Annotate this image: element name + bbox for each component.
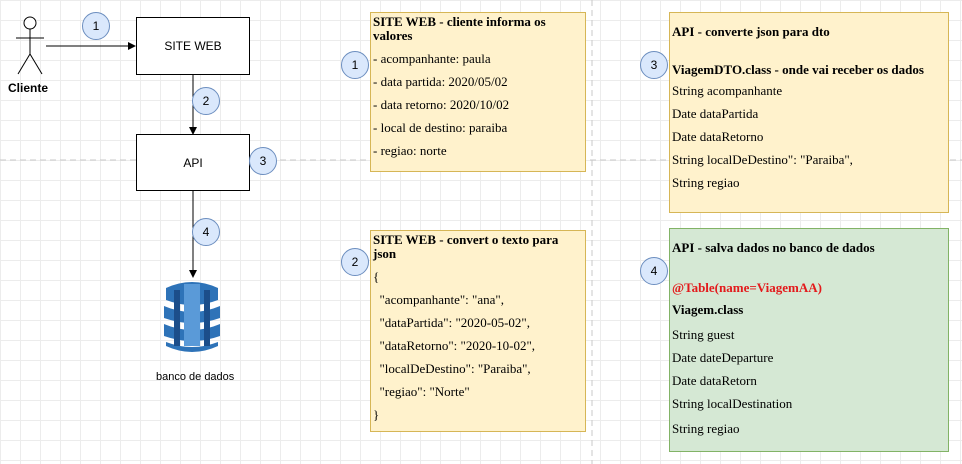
note-2-line: "localDeDestino": "Paraiba", [373,361,531,376]
note-2-line: "acompanhante": "ana", [373,292,504,307]
note-3-badge: 3 [640,51,668,79]
note-2-line: } [373,407,380,422]
note-1-title: SITE WEB - cliente informa os valores [373,14,546,43]
badge-1: 1 [82,12,110,40]
api-label: API [183,155,203,170]
note-1-line: - regiao: norte [373,143,447,158]
note-3-line: Date dataPartida [672,106,759,121]
note-2-line: "regiao": "Norte" [373,384,470,399]
note-4-line: Date dateDeparture [672,350,774,365]
badge-3: 3 [249,147,277,175]
stick-figure-icon [16,16,44,75]
note-3-line: String localDeDestino": "Paraiba", [672,152,853,167]
note-site-web-json: SITE WEB - convert o texto para json { "… [370,230,586,432]
note-1-line: - acompanhante: paula [373,51,491,66]
note-3-title: API - converte json para dto [672,24,830,39]
note-4-line: Date dataRetorn [672,373,757,388]
note-api-dto: API - converte json para dto ViagemDTO.c… [669,12,949,213]
note-2-line: { [373,269,380,284]
note-4-annotation: @Table(name=ViagemAA) [672,280,822,295]
database-icon [164,282,220,352]
note-2-line: "dataPartida": "2020-05-02", [373,315,530,330]
site-web-box[interactable]: SITE WEB [136,17,250,75]
badge-2: 2 [192,87,220,115]
note-3-subtitle: ViagemDTO.class - onde vai receber os da… [672,62,924,77]
note-4-line: String localDestination [672,396,793,411]
note-3-line: String acompanhante [672,83,783,98]
api-box[interactable]: API [136,134,250,191]
note-1-line: - data retorno: 2020/10/02 [373,97,510,112]
db-label: banco de dados [156,371,235,383]
note-api-save: API - salva dados no banco de dados @Tab… [669,228,949,452]
site-web-label: SITE WEB [164,39,222,53]
note-4-badge: 4 [640,257,668,285]
note-4-line: String regiao [672,421,740,436]
actor-label: Cliente [8,81,49,95]
note-3-line: Date dataRetorno [672,129,764,144]
badge-4: 4 [192,218,220,246]
note-1-line: - data partida: 2020/05/02 [373,74,508,89]
note-2-badge: 2 [341,248,369,276]
note-4-title: API - salva dados no banco de dados [672,240,875,255]
note-1-line: - local de destino: paraiba [373,120,508,135]
note-4-class-name: Viagem.class [672,302,744,317]
note-2-line: "dataRetorno": "2020-10-02", [373,338,536,353]
note-site-web-values: SITE WEB - cliente informa os valores - … [370,12,586,172]
note-1-badge: 1 [341,51,369,79]
note-3-line: String regiao [672,175,740,190]
note-2-title: SITE WEB - convert o texto para json [373,232,559,261]
note-4-line: String guest [672,327,735,342]
